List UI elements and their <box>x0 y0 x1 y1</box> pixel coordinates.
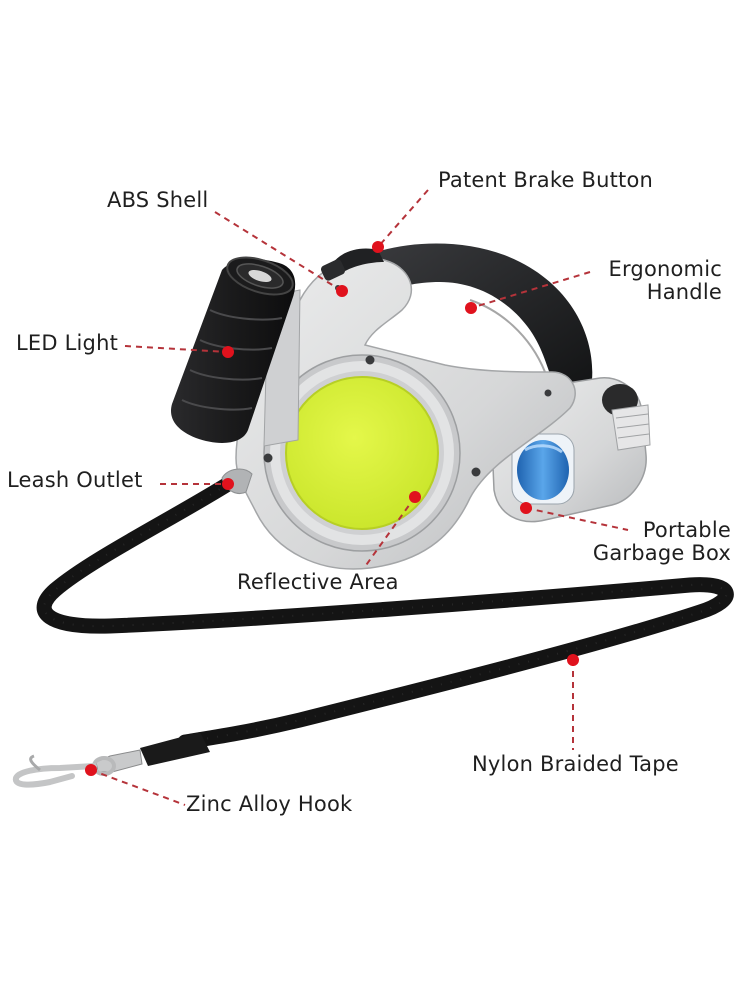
label-reflective-area: Reflective Area <box>237 570 399 594</box>
leader-patent-brake <box>377 189 429 248</box>
leader-abs-shell <box>214 211 343 292</box>
zinc-alloy-hook <box>12 732 210 788</box>
leash-device <box>171 243 651 570</box>
label-nylon-braided-tape: Nylon Braided Tape <box>472 752 679 776</box>
label-portable-garbage-box-line1: Portable <box>642 518 731 542</box>
leader-ergonomic-handle <box>470 271 591 309</box>
marker-leash-outlet <box>222 478 234 490</box>
marker-patent-brake <box>372 241 384 253</box>
marker-nylon-tape <box>567 654 579 666</box>
reflective-disc <box>285 376 439 530</box>
label-patent-brake-button: Patent Brake Button <box>438 168 654 192</box>
label-leash-outlet: Leash Outlet <box>7 468 143 492</box>
marker-reflective-area <box>409 491 421 503</box>
leader-reflective-area <box>363 496 416 569</box>
label-ergonomic-handle-line2: Handle <box>646 280 722 304</box>
marker-abs-shell <box>336 285 348 297</box>
callouts <box>85 189 629 806</box>
nylon-tape <box>36 476 734 750</box>
marker-led-light <box>222 346 234 358</box>
label-portable-garbage-box-line2: Garbage Box <box>592 541 731 565</box>
marker-zinc-hook <box>85 764 97 776</box>
leader-zinc-hook <box>90 769 186 806</box>
marker-ergonomic-handle <box>465 302 477 314</box>
label-led-light: LED Light <box>16 331 119 355</box>
label-ergonomic-handle-line1: Ergonomic <box>608 257 722 281</box>
label-abs-shell: ABS Shell <box>107 188 209 212</box>
label-zinc-alloy-hook: Zinc Alloy Hook <box>186 792 353 816</box>
marker-garbage-box <box>520 502 532 514</box>
